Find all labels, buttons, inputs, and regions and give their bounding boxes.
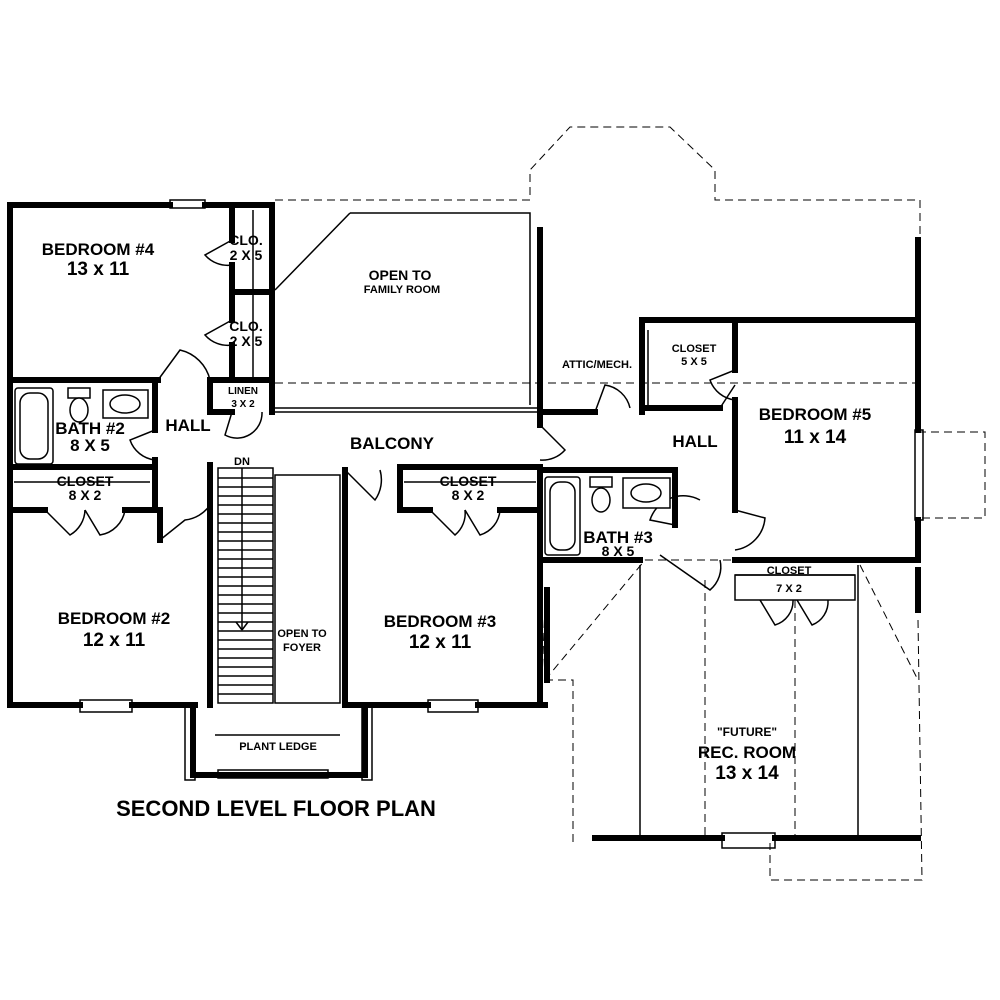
rec-room-name: REC. ROOM xyxy=(698,743,796,762)
clo-lower-name: CLO. xyxy=(229,318,262,334)
roof-outline xyxy=(275,126,986,881)
closet-bed5-size: 5 X 5 xyxy=(681,356,707,368)
bath2-size: 8 X 5 xyxy=(70,436,110,455)
hall-left-label: HALL xyxy=(165,416,210,435)
plant-ledge-label: PLANT LEDGE xyxy=(239,741,317,753)
bedroom4-size: 13 x 11 xyxy=(67,259,130,280)
bedroom4-name: BEDROOM #4 xyxy=(42,240,155,259)
stair-treads xyxy=(218,477,273,695)
bath3-name: BATH #3 xyxy=(583,528,653,547)
bedroom2-size: 12 x 11 xyxy=(83,630,146,651)
bath3-fixtures xyxy=(544,476,671,556)
closet-bed3-size: 8 X 2 xyxy=(452,487,485,503)
bath2-fixtures xyxy=(14,387,149,465)
bath3-size: 8 X 5 xyxy=(602,543,635,559)
rec-room-size: 13 x 14 xyxy=(715,763,779,784)
bedroom5-name: BEDROOM #5 xyxy=(759,405,871,424)
open-foyer-line1: OPEN TO xyxy=(277,628,327,640)
clo-upper-size: 2 X 5 xyxy=(230,247,263,263)
stair-dn-label: DN xyxy=(234,456,250,468)
clo-upper-name: CLO. xyxy=(229,232,262,248)
room-labels: BEDROOM #4 13 x 11 CLO. 2 X 5 CLO. 2 X 5… xyxy=(42,232,871,784)
closet-bed3-name: CLOSET xyxy=(440,473,497,489)
bedroom3-size: 12 x 11 xyxy=(409,632,472,653)
walls xyxy=(7,202,921,841)
closet-bed2-size: 8 X 2 xyxy=(69,487,102,503)
bath2-name: BATH #2 xyxy=(55,419,125,438)
linen-name: LINEN xyxy=(228,386,258,397)
rec-room-tag: "FUTURE" xyxy=(717,725,777,739)
bedroom5-size: 11 x 14 xyxy=(784,427,847,448)
closet-bed2-name: CLOSET xyxy=(57,473,114,489)
bedroom2-name: BEDROOM #2 xyxy=(58,609,170,628)
closet-rec-size: 7 X 2 xyxy=(776,583,802,595)
plan-title: SECOND LEVEL FLOOR PLAN xyxy=(116,796,436,821)
balcony-label: BALCONY xyxy=(350,434,435,453)
clo-lower-size: 2 X 5 xyxy=(230,333,263,349)
closet-rec-name: CLOSET xyxy=(767,565,812,577)
linen-size: 3 X 2 xyxy=(231,399,255,410)
bedroom3-name: BEDROOM #3 xyxy=(384,612,496,631)
attic-label: ATTIC/MECH. xyxy=(562,359,632,371)
open-family-line2: FAMILY ROOM xyxy=(364,284,440,296)
hall-right-label: HALL xyxy=(672,432,717,451)
open-family-line1: OPEN TO xyxy=(369,267,432,283)
open-foyer-line2: FOYER xyxy=(283,642,321,654)
closet-bed5-name: CLOSET xyxy=(672,343,717,355)
